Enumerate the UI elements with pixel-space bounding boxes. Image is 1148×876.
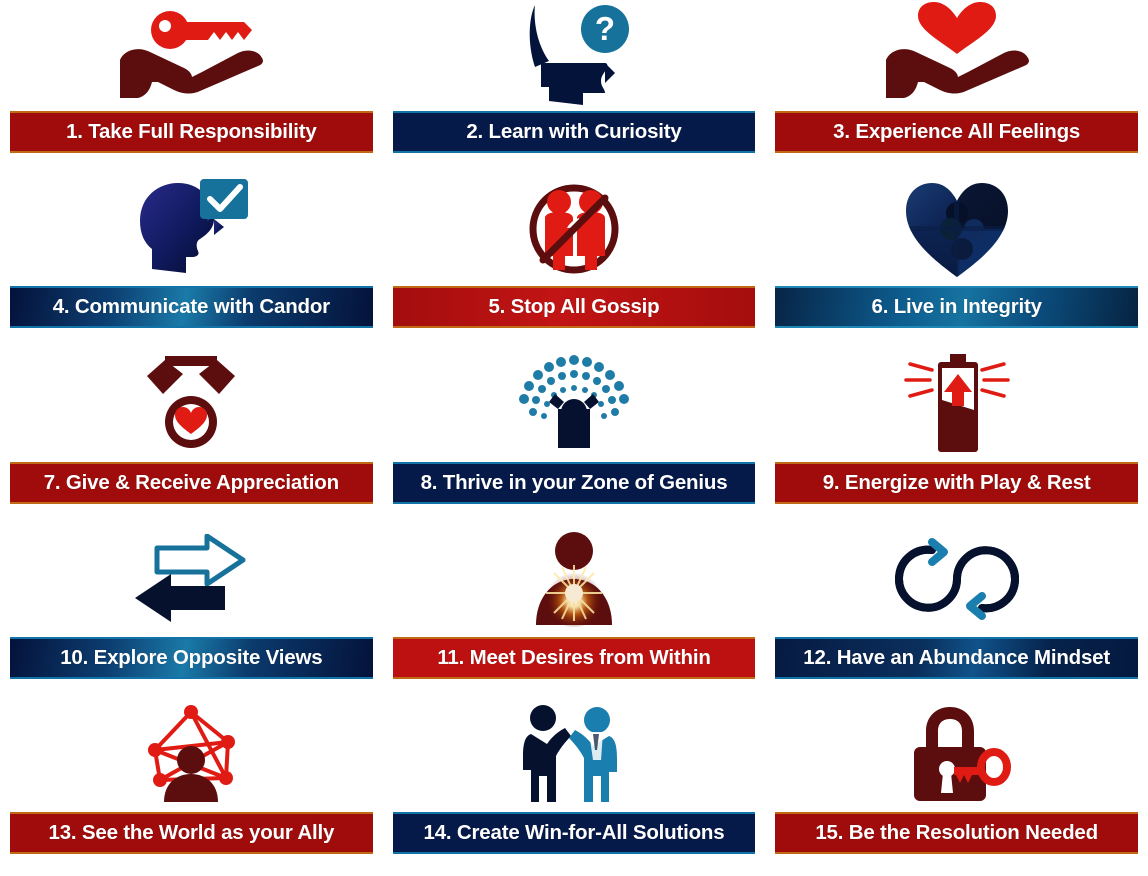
commitment-card-4[interactable]: 4. Communicate with Candor xyxy=(0,175,383,350)
commitment-card-15[interactable]: 15. Be the Resolution Needed xyxy=(765,701,1148,876)
commitment-card-1[interactable]: 1. Take Full Responsibility xyxy=(0,0,383,175)
open-head-question-mark-icon: ? xyxy=(393,0,756,111)
commitment-label-7[interactable]: 7. Give & Receive Appreciation xyxy=(10,461,373,504)
commitment-card-11[interactable]: 11. Meet Desires from Within xyxy=(383,526,766,701)
commitment-label-10[interactable]: 10. Explore Opposite Views xyxy=(10,636,373,679)
commitment-card-6[interactable]: 6. Live in Integrity xyxy=(765,175,1148,350)
medal-heart-icon xyxy=(10,350,373,461)
person-inner-light-icon xyxy=(393,526,756,637)
svg-text:?: ? xyxy=(595,10,615,47)
puzzle-heart-icon xyxy=(775,175,1138,286)
commitment-card-3[interactable]: 3. Experience All Feelings xyxy=(765,0,1148,175)
two-opposite-arrows-icon xyxy=(10,526,373,637)
infinity-loop-arrows-icon xyxy=(775,526,1138,637)
commitment-card-7[interactable]: 7. Give & Receive Appreciation xyxy=(0,350,383,525)
commitment-card-12[interactable]: 12. Have an Abundance Mindset xyxy=(765,526,1148,701)
commitment-label-3[interactable]: 3. Experience All Feelings xyxy=(775,111,1138,154)
commitment-card-14[interactable]: 14. Create Win-for-All Solutions xyxy=(383,701,766,876)
commitment-label-1[interactable]: 1. Take Full Responsibility xyxy=(10,111,373,154)
commitment-card-13[interactable]: 13. See the World as your Ally xyxy=(0,701,383,876)
padlock-with-key-icon xyxy=(775,701,1138,812)
person-arms-raised-radiance-icon xyxy=(393,350,756,461)
battery-charging-icon xyxy=(775,350,1138,461)
two-people-high-five-icon xyxy=(393,701,756,812)
commitment-label-8[interactable]: 8. Thrive in your Zone of Genius xyxy=(392,461,756,504)
commitment-card-2[interactable]: ? 2. Learn with Curiosity xyxy=(383,0,766,175)
person-network-nodes-icon xyxy=(10,701,373,812)
commitment-label-5[interactable]: 5. Stop All Gossip xyxy=(392,286,756,329)
commitment-label-12[interactable]: 12. Have an Abundance Mindset xyxy=(775,636,1138,679)
commitment-card-10[interactable]: 10. Explore Opposite Views xyxy=(0,526,383,701)
commitment-card-8[interactable]: 8. Thrive in your Zone of Genius xyxy=(383,350,766,525)
commitment-label-6[interactable]: 6. Live in Integrity xyxy=(775,286,1138,329)
commitment-label-14[interactable]: 14. Create Win-for-All Solutions xyxy=(392,811,756,854)
no-gossip-prohibition-icon xyxy=(393,175,756,286)
commitment-card-5[interactable]: 5. Stop All Gossip xyxy=(383,175,766,350)
commitment-label-11[interactable]: 11. Meet Desires from Within xyxy=(392,636,756,679)
hand-holding-heart-icon xyxy=(775,0,1138,111)
commitment-label-15[interactable]: 15. Be the Resolution Needed xyxy=(775,811,1138,854)
hand-holding-key-icon xyxy=(10,0,373,111)
commitment-label-2[interactable]: 2. Learn with Curiosity xyxy=(392,111,756,154)
commitment-label-13[interactable]: 13. See the World as your Ally xyxy=(10,811,373,854)
head-speech-checkmark-icon xyxy=(10,175,373,286)
commitment-label-9[interactable]: 9. Energize with Play & Rest xyxy=(775,461,1138,504)
commitment-label-4[interactable]: 4. Communicate with Candor xyxy=(10,286,373,329)
commitment-card-9[interactable]: 9. Energize with Play & Rest xyxy=(765,350,1148,525)
